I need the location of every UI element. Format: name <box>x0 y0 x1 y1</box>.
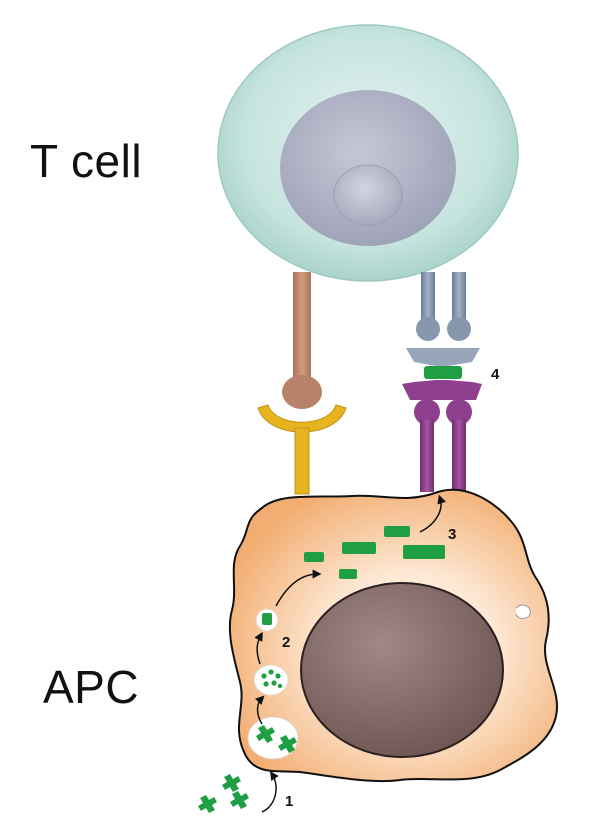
arrow-step-3 <box>419 494 446 533</box>
endocytic-vesicle <box>247 716 299 760</box>
t-cell <box>217 24 519 282</box>
adhesion-molecule <box>257 272 347 495</box>
mhc-chain-right <box>452 420 466 492</box>
t-cell-label: T cell <box>30 135 143 187</box>
peptide-mhc-complexes <box>304 526 445 579</box>
mhc-molecule <box>402 380 482 492</box>
tcr-chain-left <box>421 272 435 328</box>
arrow-step-2a <box>255 695 265 725</box>
apc-membrane-notch <box>515 604 531 619</box>
mhc-binding-groove <box>402 380 482 400</box>
tcr-domain-right <box>447 317 471 341</box>
apc-label: APC <box>43 661 140 713</box>
adhesion-head <box>282 375 322 409</box>
t-cell-nucleolus <box>333 164 403 226</box>
antigen-cross-icon <box>278 735 297 753</box>
arrow-step-1 <box>261 771 279 813</box>
adhesion-receptor-cup <box>257 404 347 433</box>
processing-vesicle <box>253 664 289 696</box>
antigen-cross-icon <box>256 725 275 743</box>
process-arrows <box>254 494 446 813</box>
antigen-presenting-cell <box>228 488 559 783</box>
mhc-domain-right <box>446 399 472 425</box>
t-cell-receptor <box>406 272 480 366</box>
step-number-1: 1 <box>285 793 293 810</box>
step-number-3: 3 <box>448 526 456 543</box>
step-number-4: 4 <box>491 366 500 383</box>
antigen-cross-icon <box>230 791 249 809</box>
antigen-cross-icon <box>198 795 217 813</box>
apc-nucleus <box>300 582 504 758</box>
tcr-binding-cleft <box>406 348 480 366</box>
adhesion-stalk <box>293 272 311 380</box>
antigen-cross-icon <box>222 774 241 792</box>
arrow-step-2c <box>275 569 322 607</box>
presented-peptide <box>424 366 462 379</box>
step-number-2: 2 <box>282 634 290 651</box>
arrow-step-2b <box>254 631 263 665</box>
extracellular-antigens <box>198 774 249 813</box>
tcr-domain-left <box>416 317 440 341</box>
mhc-chain-left <box>420 420 434 492</box>
adhesion-receptor-stalk <box>294 427 310 495</box>
mhc-domain-left <box>414 399 440 425</box>
tcr-chain-right <box>452 272 466 328</box>
peptide-vesicle <box>255 608 279 632</box>
